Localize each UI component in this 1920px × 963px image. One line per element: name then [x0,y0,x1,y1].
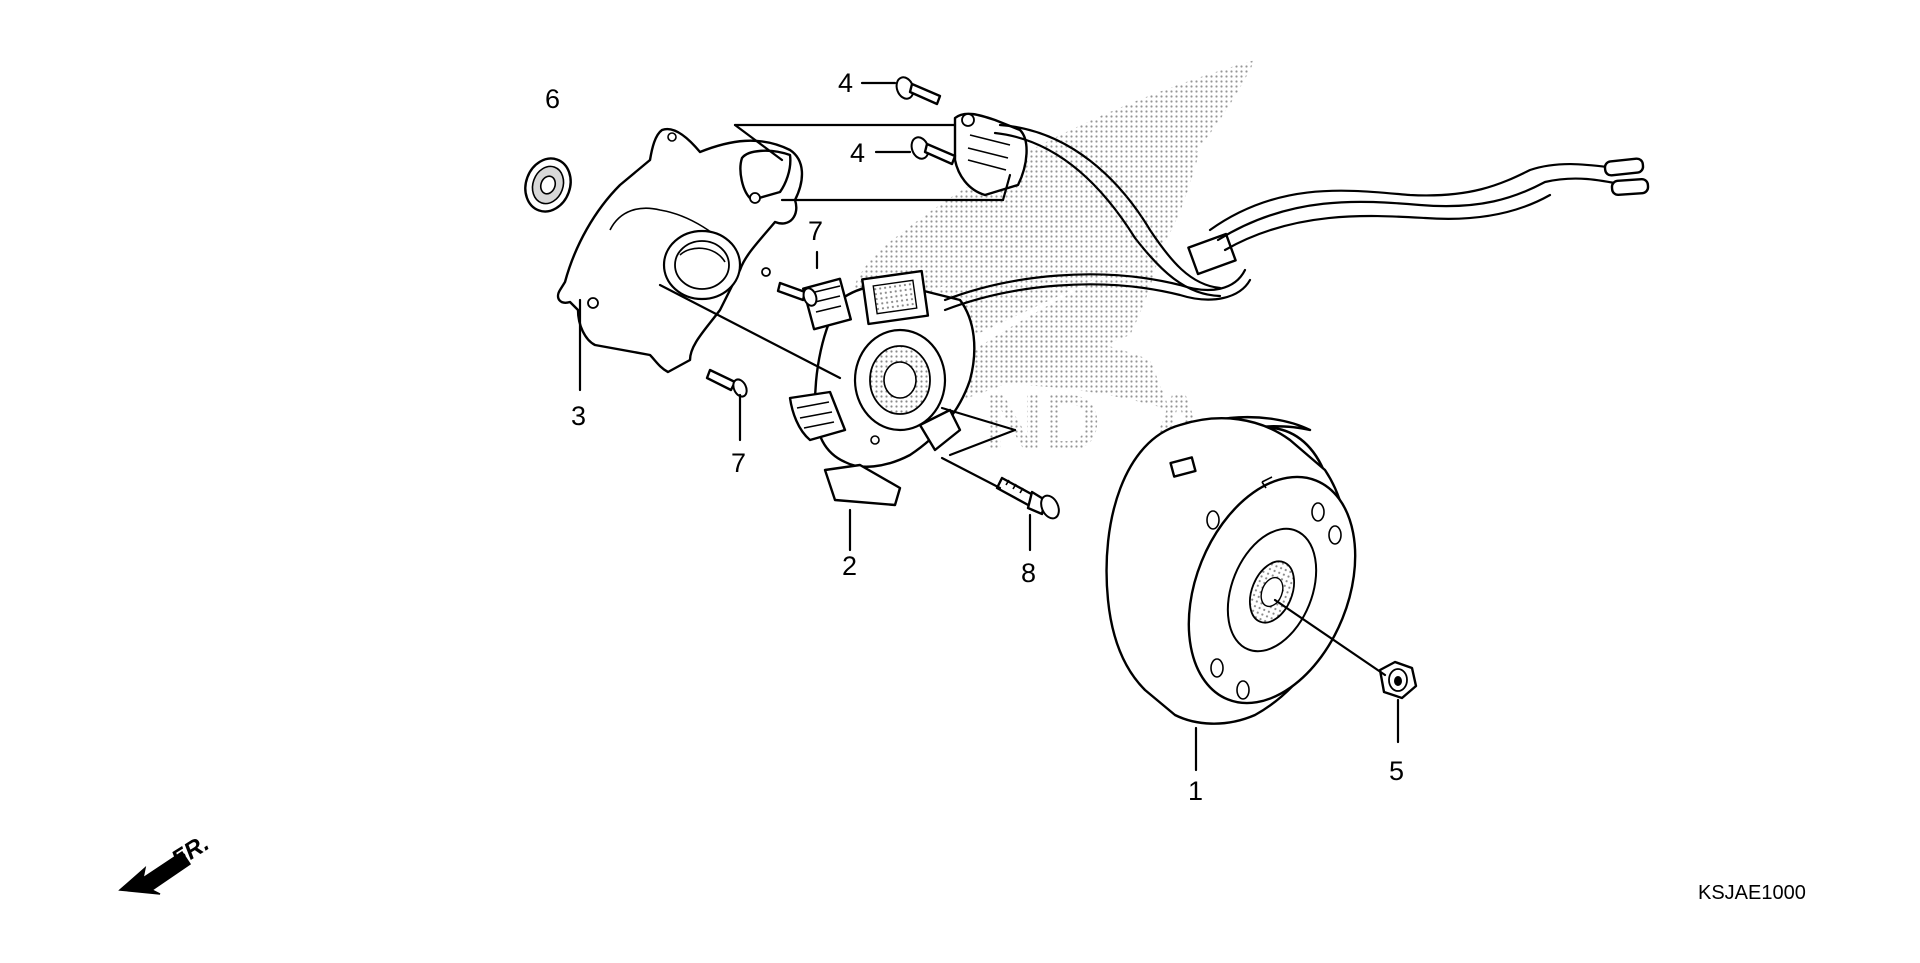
callout-2: 2 [842,551,857,581]
callout-7-top: 7 [808,216,823,246]
callout-8: 8 [1021,558,1036,588]
flange-nut-part [1378,660,1418,700]
callout-numbers: 4 4 6 7 3 7 2 8 1 5 [545,68,1404,806]
callout-5: 5 [1389,756,1404,786]
callout-1: 1 [1188,776,1203,806]
arrow-front-icon [118,850,192,895]
flywheel-part [1105,415,1357,725]
stator-part [788,269,976,507]
oil-seal-part [524,157,572,213]
screw-part [910,136,957,166]
svg-text:ND: ND [985,378,1101,467]
callout-4-mid: 4 [850,138,865,168]
cover-plate-part [556,127,804,374]
screw-part [705,368,748,398]
flange-bolt-part [995,476,1060,520]
callout-4-top: 4 [838,68,853,98]
callout-7-bottom: 7 [731,448,746,478]
screw-part [776,281,818,307]
screw-part [895,76,942,106]
callout-3: 3 [571,401,586,431]
front-direction-marker: FR. [118,830,214,895]
wire-harness [943,123,1650,312]
diagram-code: KSJAE1000 [1698,882,1806,904]
callout-6: 6 [545,84,560,114]
leader-lines [578,81,1400,772]
